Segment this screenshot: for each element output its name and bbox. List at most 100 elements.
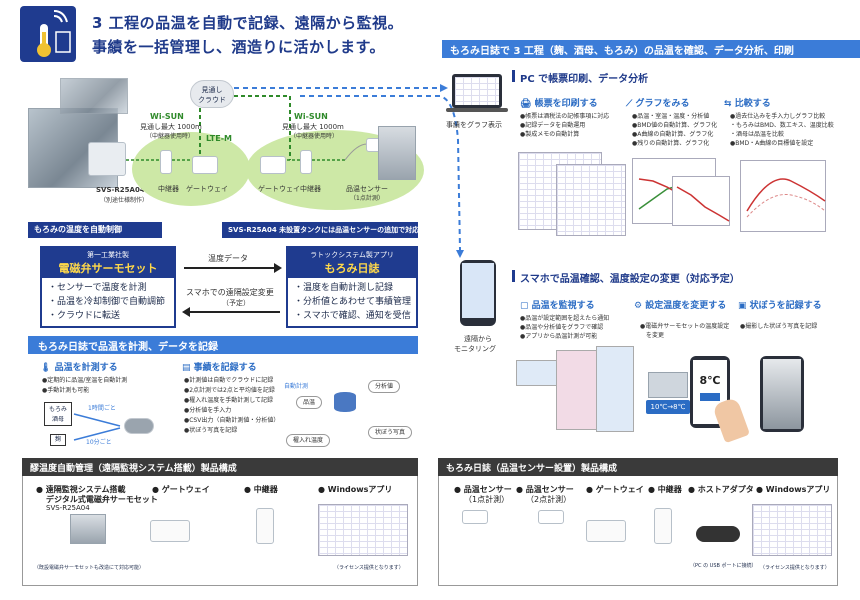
compare-title-text: 比較する	[734, 99, 771, 109]
thermometer-icon: 🌡	[40, 363, 52, 373]
svs-note-bar: SVS-R25A04 未設置タンクには品温センサーの追加で対応可能	[222, 222, 433, 238]
gateway-device-right	[260, 156, 286, 174]
headline-1: 3 工程の品温を自動で記録、遠隔から監視。	[92, 14, 404, 32]
right-distance-note: （中継器使用時）	[290, 133, 339, 140]
report-sheet-2	[556, 164, 626, 236]
relay-image-left	[256, 508, 274, 544]
setting-item-1: ●電磁弁サーモセットの温度設定	[640, 323, 730, 330]
thermo-set-image	[70, 514, 106, 544]
app-screen-2	[556, 350, 600, 430]
print-item-1: ●帳票は酒税法の記帳事項に対応	[520, 113, 610, 120]
setting-title: ⚙ 設定温度を変更する	[634, 298, 726, 311]
monitor-item-2: ●品温や分析値をグラフで確認	[520, 324, 604, 331]
monitor-item-3: ●アプリから品温計測が可能	[520, 333, 598, 340]
arrow-bottom-label-2: （予定）	[222, 299, 250, 307]
every-10min-label: 10分ごと	[86, 439, 112, 446]
compare-item-2: ・もろみはBMD、数エキス、温度比較	[730, 122, 834, 129]
record-item-4: ●分析値を手入力	[184, 407, 232, 414]
products-left-title: 醪温度自動管理（遠隔監視システム搭載）製品構成	[22, 458, 418, 476]
windows-app-image-left	[318, 504, 408, 556]
auto-measure-label: 自動計測	[284, 383, 309, 390]
record-item-6: ●状ぼう写真を記録	[184, 427, 238, 434]
record-bar: もろみ日誌で品温を計測、データを記録	[28, 336, 418, 354]
pc-section-title: PC で帳票印刷、データ分析	[520, 74, 649, 85]
pc-caption: 事績をグラフ表示	[446, 121, 502, 129]
graph-icon: ⟋	[626, 99, 633, 109]
left-network-area	[132, 132, 250, 206]
pr-p2-l1-text: 品温センサー	[525, 485, 574, 494]
pr-p5: ● ホストアダプタ	[688, 485, 754, 494]
monitor-item-1: ●品温が設定範囲を超えたら通知	[520, 315, 610, 322]
measure-arrows	[73, 413, 121, 441]
compare-item-1: ●過去仕込みを手入力しグラフ比較	[730, 113, 826, 120]
products-right-title: もろみ日誌（品温センサー設置）製品構成	[438, 458, 838, 476]
measure-title-text: 品温を計測する	[54, 363, 118, 373]
right-distance: 見通し最大 1000m	[282, 123, 344, 131]
pl-p1-l3: SVS-R25A04	[46, 504, 90, 512]
pr-p6-note: （ライセンス提供となります）	[760, 565, 830, 571]
thermometer-logo-icon	[20, 6, 76, 62]
monitor-icon: ▢	[520, 301, 529, 311]
left-info-box: 第一工業社製 電磁弁サーモセット ・センサーで温度を計測 ・品温を冷却制御で自動…	[40, 246, 176, 328]
shubo-label: 酒母	[51, 416, 64, 423]
laptop-icon	[452, 74, 502, 108]
print-item-2: ●記録データを自動運用	[520, 122, 586, 129]
pr-p4-text: 中継器	[657, 485, 682, 494]
ok-button[interactable]	[700, 393, 720, 401]
record-item-3: ●櫂入れ温度を手動計測して記録	[184, 397, 274, 404]
gateway-image-left	[150, 520, 190, 542]
pl-p3-text: 中継器	[253, 485, 278, 494]
left-item-2: ・品温を冷却制御で自動調節	[48, 297, 166, 307]
gateway-label-left: ゲートウェイ	[186, 185, 228, 193]
relay-device-right	[300, 150, 312, 174]
graph-sheet-2	[672, 176, 730, 226]
compare-sheet	[740, 160, 826, 232]
photo-title-text: 状ぼうを記録する	[749, 301, 822, 311]
right-section-bar: もろみ日誌で 3 工程（麹、酒母、もろみ）の品温を確認、データ分析、印刷	[442, 40, 860, 58]
setting-title-text: 設定温度を変更する	[645, 301, 727, 311]
pr-p2-l1: ● 品温センサー	[516, 485, 574, 494]
data-flow-arrows	[182, 263, 282, 317]
right-info-box: ラトックシステム製アプリ もろみ日誌 ・温度を自動計測し記録 ・分析値とあわせて…	[286, 246, 418, 328]
measure-item-1: ●定期的に品温/室温を自動計測	[42, 377, 128, 384]
right-box-maker: ラトックシステム製アプリ	[310, 251, 394, 259]
graph-title-text: グラフをみる	[635, 99, 690, 109]
pr-p5-text: ホストアダプタ	[697, 485, 754, 494]
monitor-title: ▢ 品温を監視する	[520, 298, 595, 311]
left-box-title: 電磁弁サーモセット	[58, 262, 158, 275]
relay-label-left: 中継器	[158, 185, 179, 193]
gateway-label-right: ゲートウェイ	[258, 185, 300, 193]
right-box-title: もろみ日誌	[324, 262, 380, 275]
pr-p6-text: Windowsアプリ	[765, 485, 831, 494]
print-title-text: 帳票を印刷する	[534, 99, 598, 109]
smartphone-icon	[460, 260, 496, 326]
thermo-device-image	[648, 372, 688, 398]
arrow-top-label: 温度データ	[208, 254, 248, 263]
measure-item-2: ●手動計測も可能	[42, 387, 90, 394]
print-title: 🖨 帳票を印刷する	[520, 96, 598, 109]
sake-tank-photo	[378, 126, 416, 180]
kaiire-bubble: 櫂入れ温度	[286, 434, 331, 447]
host-adapter-image	[696, 526, 740, 542]
cloud-label-2: クラウド	[198, 96, 226, 104]
record-title: ▤ 事績を記録する	[182, 360, 257, 373]
record-title-text: 事績を記録する	[193, 363, 257, 373]
camera-icon: ▣	[738, 301, 747, 311]
device-model: SVS-R25A04	[96, 186, 145, 194]
right-item-2: ・分析値とあわせて事績管理	[294, 297, 412, 307]
right-item-3: ・スマホで確認、通知を受信	[294, 311, 411, 321]
device-note: （別途仕様制作）	[100, 197, 149, 204]
pl-p4-text: Windowsアプリ	[327, 485, 393, 494]
graph-item-3: ●A曲線の自動計算、グラフ化	[632, 131, 714, 138]
pl-p3: ● 中継器	[244, 485, 278, 494]
pl-p1-note: （既設電磁弁サーモセットも改造にて対応可能）	[34, 565, 145, 571]
graph-item-1: ●品温・室温・温度・分析値	[632, 113, 710, 120]
lte-label: LTE-M	[206, 134, 232, 143]
temp-range-badge: 10℃→8℃	[646, 400, 690, 414]
graph-title: ⟋ グラフをみる	[626, 96, 689, 109]
photo-title: ▣ 状ぼうを記録する	[738, 298, 822, 311]
cloud-icon-small	[124, 418, 154, 434]
pr-p1-l1-text: 品温センサー	[463, 485, 512, 494]
headline-2: 事績を一括管理し、酒造りに活かします。	[92, 38, 386, 56]
graph-item-2: ●BMD値の自動計算、グラフ化	[632, 122, 718, 129]
